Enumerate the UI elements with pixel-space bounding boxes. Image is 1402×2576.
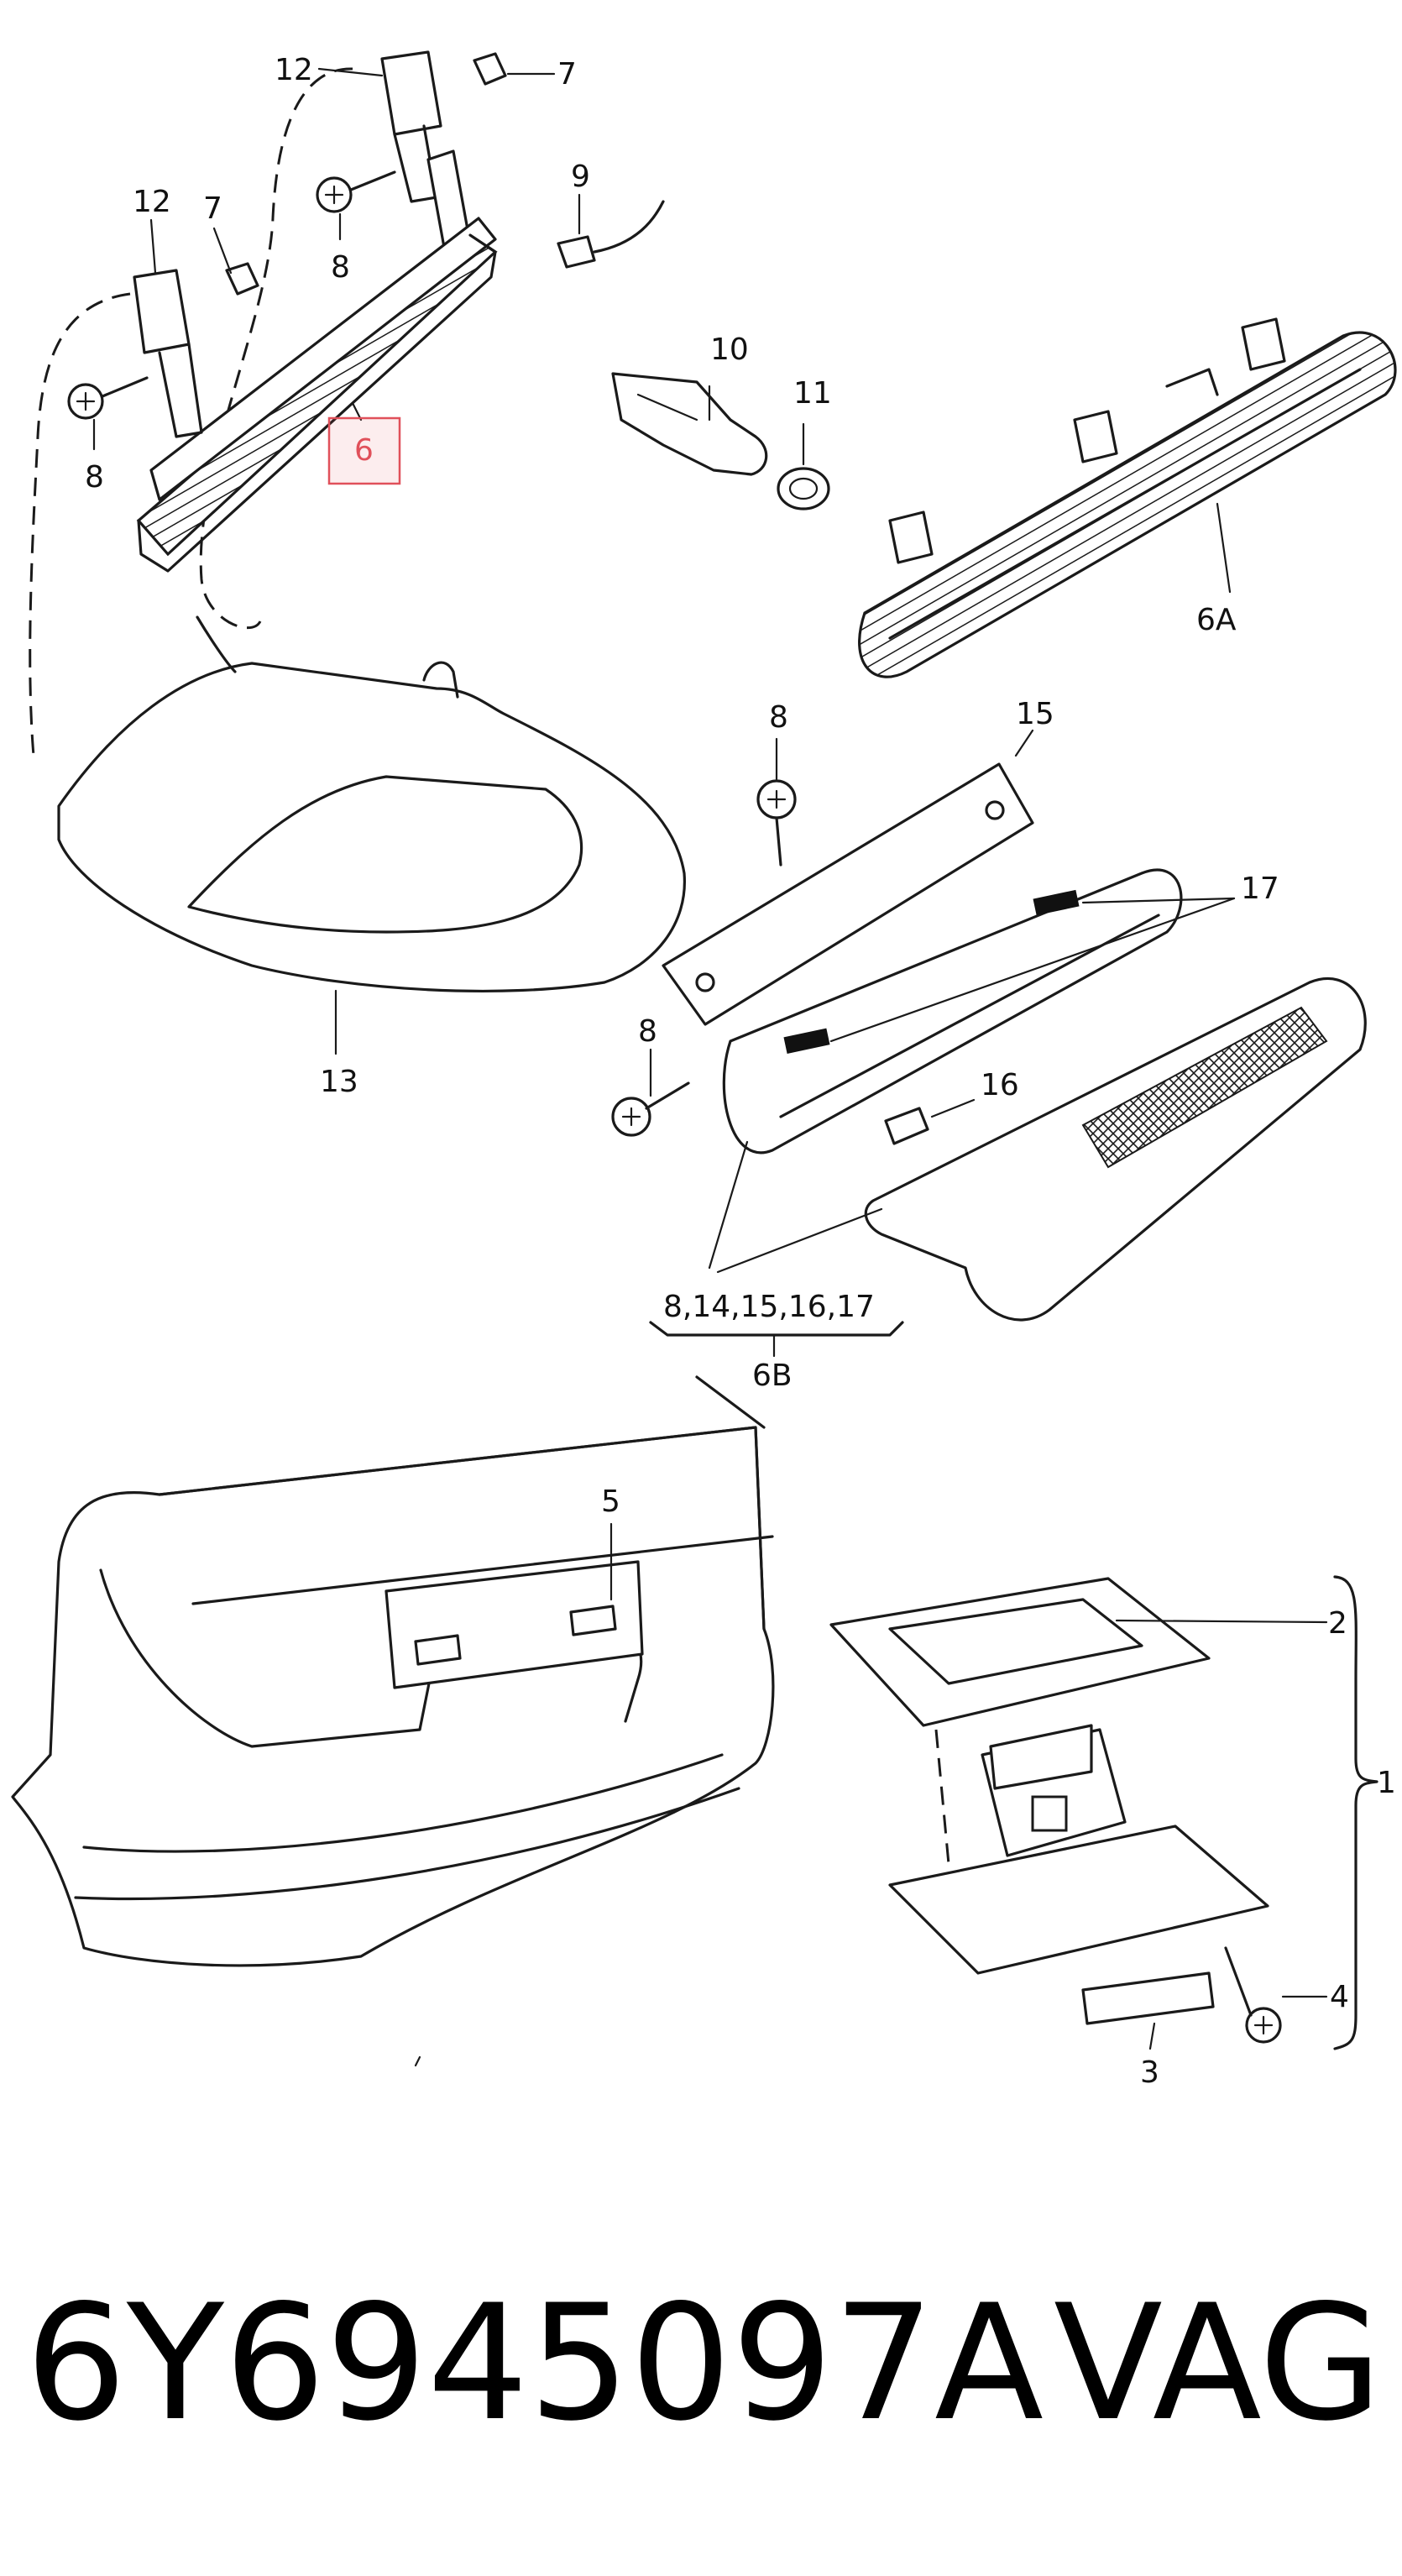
- screw-icon: [316, 170, 396, 213]
- hatched-light-strip: [136, 233, 498, 557]
- label-6A: 6A: [1196, 603, 1237, 637]
- label-8-c: 8: [769, 700, 788, 735]
- label-6: 6: [354, 433, 374, 468]
- brake-light-bracket-assembly: [29, 50, 665, 757]
- label-3: 3: [1140, 2055, 1159, 2090]
- car-rear-view: [11, 1375, 775, 2067]
- clip-nut-icon: [225, 262, 259, 296]
- label-7-top: 7: [557, 57, 577, 92]
- label-6B-parts: 8,14,15,16,17: [663, 1290, 875, 1324]
- label-13: 13: [320, 1065, 358, 1099]
- brand-name: VAG: [1054, 2270, 1383, 2456]
- plate-lamp-icon: [569, 1605, 617, 1636]
- festoon-bulb-icon: [1081, 1971, 1215, 2025]
- highlight-box-part-6: [327, 416, 401, 485]
- clip-nut-icon: [473, 52, 507, 86]
- tailgate-panel: [57, 615, 686, 1055]
- label-7-lower: 7: [203, 191, 222, 226]
- plate-lamp-icon: [414, 1634, 462, 1666]
- seal-ring-icon: [777, 467, 830, 510]
- label-11: 11: [793, 376, 832, 411]
- label-12-top: 12: [275, 53, 313, 87]
- label-9: 9: [571, 160, 590, 194]
- label-2: 2: [1328, 1606, 1347, 1641]
- bulb-icon: [884, 1107, 929, 1145]
- label-12-lower: 12: [133, 185, 171, 219]
- callout-labels: 12 7 9 12 7 8 8 6 10 11 6A 13 8 15 17 8 …: [85, 53, 1396, 2090]
- label-8-d: 8: [638, 1014, 657, 1049]
- housing-assembly-6B: [611, 729, 1367, 1358]
- label-8-a: 8: [331, 250, 350, 285]
- bulb-socket-icon: [611, 372, 768, 476]
- label-8-b: 8: [85, 460, 104, 495]
- screw-icon: [1224, 1946, 1282, 2044]
- label-5: 5: [601, 1484, 620, 1519]
- led-strip-6A: [858, 317, 1397, 678]
- label-1: 1: [1377, 1766, 1396, 1800]
- part-number: 6Y6945097A: [25, 2270, 1044, 2456]
- screw-icon: [756, 779, 797, 867]
- label-16: 16: [981, 1068, 1019, 1102]
- label-6B: 6B: [752, 1359, 793, 1393]
- plate-light-assembly: [829, 1575, 1378, 2050]
- label-17: 17: [1241, 872, 1279, 906]
- label-10: 10: [710, 332, 749, 367]
- screw-icon: [611, 1081, 690, 1137]
- label-4: 4: [1330, 1980, 1349, 2014]
- screw-icon: [67, 376, 149, 420]
- connector-icon: [557, 235, 596, 269]
- bulb-socket-assembly: [611, 372, 830, 510]
- label-15: 15: [1016, 697, 1054, 731]
